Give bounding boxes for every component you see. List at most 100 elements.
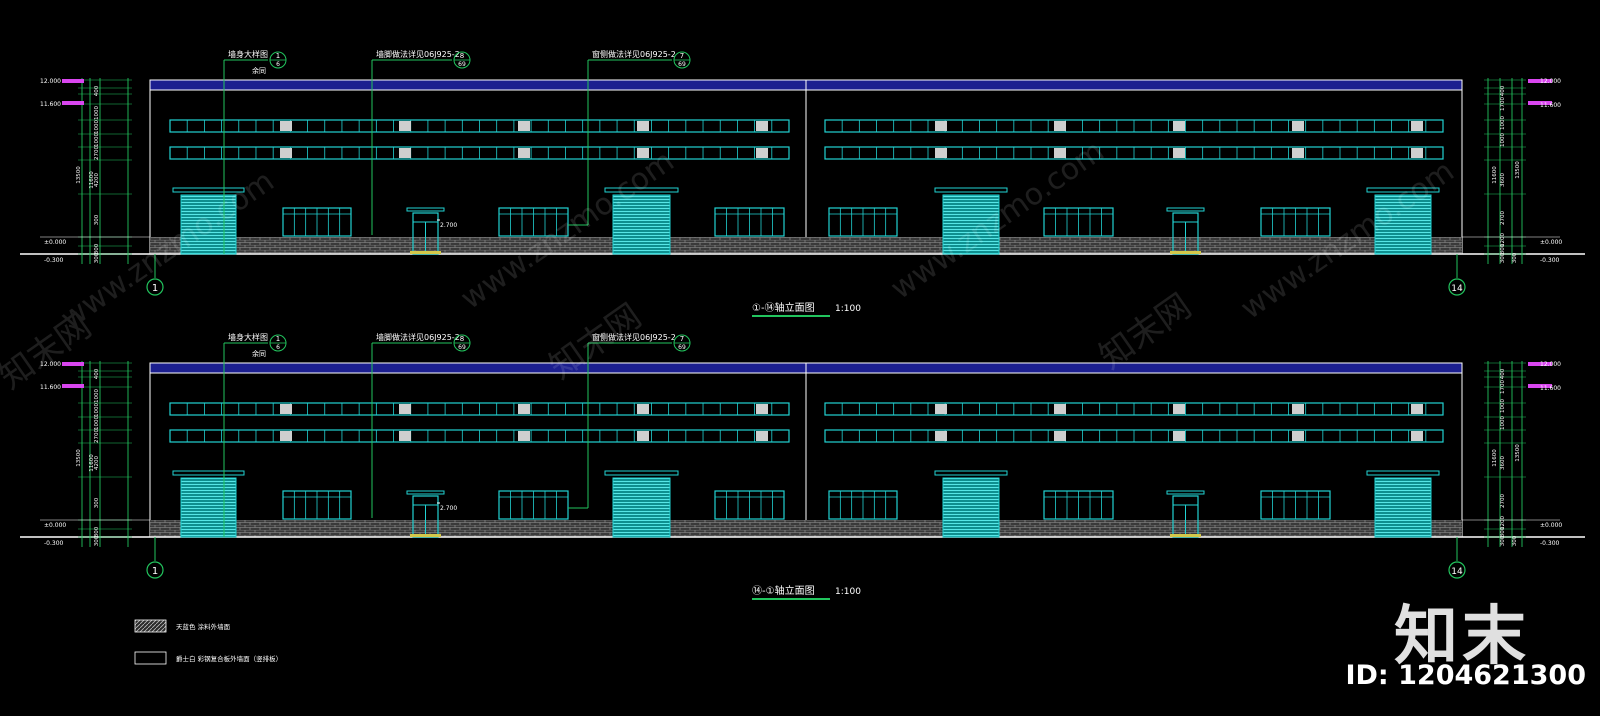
elevation-scale: 1:100 xyxy=(835,587,861,597)
window-column-block xyxy=(1054,121,1066,131)
dim-value: 400 xyxy=(1500,85,1506,96)
axis-bubble-right xyxy=(1448,561,1466,579)
window-column-block xyxy=(935,148,947,158)
window-column-block xyxy=(1054,404,1066,414)
window-column-block xyxy=(1411,431,1423,441)
level-mark xyxy=(1528,384,1552,388)
level-roof: 12.000 xyxy=(1540,78,1561,85)
level-mark xyxy=(1528,79,1552,83)
roller-shutter-door xyxy=(1374,477,1432,538)
window-column-block xyxy=(637,431,649,441)
window-column-block xyxy=(518,431,530,441)
roller-shutter-door xyxy=(612,477,671,538)
dim-value: 300 xyxy=(1500,535,1506,546)
window-column-block xyxy=(756,431,768,441)
bubble-num: 8 xyxy=(460,52,464,60)
level-roof: 12.000 xyxy=(40,361,61,368)
level-eave: 11.600 xyxy=(40,384,61,391)
dim-value: 300 xyxy=(1512,535,1518,546)
dim-value: 300 xyxy=(94,252,100,263)
bubble-num: 1 xyxy=(276,52,280,60)
bubble-den: 69 xyxy=(678,344,686,351)
dim-value: 300 xyxy=(1512,252,1518,263)
level-eave: 11.600 xyxy=(40,101,61,108)
callout-sub: 余同 xyxy=(252,349,266,358)
axis-label-left: 1 xyxy=(152,566,158,577)
dim-value: 1700 xyxy=(1500,380,1506,394)
window-column-block xyxy=(1173,148,1185,158)
door-canopy xyxy=(604,470,679,476)
dim-value: 3600 xyxy=(1500,456,1506,470)
window-column-block xyxy=(399,431,411,441)
dim-value: 1000 xyxy=(1500,133,1506,147)
level-mark xyxy=(62,362,84,366)
dim-value: 1000 xyxy=(94,120,100,134)
dim-value: 1200 xyxy=(1500,516,1506,530)
window-column-block xyxy=(1054,431,1066,441)
level-ground: ±0.000 xyxy=(1540,239,1562,246)
window-column-block xyxy=(399,121,411,131)
watermark-brand: 知末 xyxy=(1394,600,1530,674)
level-outdoor: -0.300 xyxy=(1540,257,1560,264)
dim-total: 13500 xyxy=(76,166,82,184)
dim-value: 300 xyxy=(94,535,100,546)
dim-value: 1000 xyxy=(94,106,100,120)
level-mark xyxy=(1528,101,1552,105)
dim-total: 11600 xyxy=(89,454,95,472)
callout-text: 墙身大样图 xyxy=(228,49,268,59)
window-column-block xyxy=(518,121,530,131)
door-hood xyxy=(406,207,445,212)
door-canopy xyxy=(934,470,1008,476)
dim-value: 300 xyxy=(94,526,100,537)
door-head-level: 2.700 xyxy=(440,222,457,229)
dim-value: 1000 xyxy=(94,133,100,147)
dim-total: 11600 xyxy=(1492,166,1498,184)
level-ground: ±0.000 xyxy=(44,239,66,246)
window-column-block xyxy=(1173,404,1185,414)
axis-label-right: 14 xyxy=(1451,567,1463,577)
window-column-block xyxy=(1292,404,1304,414)
level-mark xyxy=(62,384,84,388)
window-column-block xyxy=(518,148,530,158)
dim-value: 300 xyxy=(94,243,100,254)
bubble-den: 69 xyxy=(458,61,466,68)
legend-label-panel: 爵士白 彩钢复合板外墙面（竖排板） xyxy=(176,654,282,663)
dim-value: 2700 xyxy=(94,429,100,443)
door-canopy xyxy=(172,187,245,193)
window-column-block xyxy=(935,121,947,131)
left-dimension-chain: 12.00011.600±0.000-0.3003004001000100010… xyxy=(40,78,150,264)
dim-value: 1000 xyxy=(94,389,100,403)
door-step xyxy=(410,251,441,254)
elevation-scale: 1:100 xyxy=(835,304,861,314)
level-outdoor: -0.300 xyxy=(44,540,64,547)
window-column-block xyxy=(1411,121,1423,131)
dim-value: 1000 xyxy=(1500,116,1506,130)
bubble-num: 7 xyxy=(680,52,684,60)
elevation-title: ①-⑭轴立面图 1:100 xyxy=(752,301,861,317)
window-column-block xyxy=(280,404,292,414)
brick-base xyxy=(150,237,1462,254)
bubble-den: 69 xyxy=(678,61,686,68)
window-column-block xyxy=(1054,148,1066,158)
window-column-block xyxy=(1292,431,1304,441)
window-column-block xyxy=(1411,148,1423,158)
callout-text: 墙脚做法详见06J925-2 xyxy=(376,49,460,59)
dim-value: 300 xyxy=(94,214,100,225)
window-column-block xyxy=(280,121,292,131)
window-column-block xyxy=(1411,404,1423,414)
door-canopy xyxy=(1366,470,1440,476)
window-column-block xyxy=(280,148,292,158)
roller-shutter-door xyxy=(1374,194,1432,255)
elevation-title-text: ①-⑭轴立面图 xyxy=(752,301,815,314)
watermark-id: ID: 1204621300 xyxy=(1345,660,1586,691)
door-hood xyxy=(1166,490,1205,495)
window-column-block xyxy=(637,148,649,158)
window-column-block xyxy=(756,121,768,131)
